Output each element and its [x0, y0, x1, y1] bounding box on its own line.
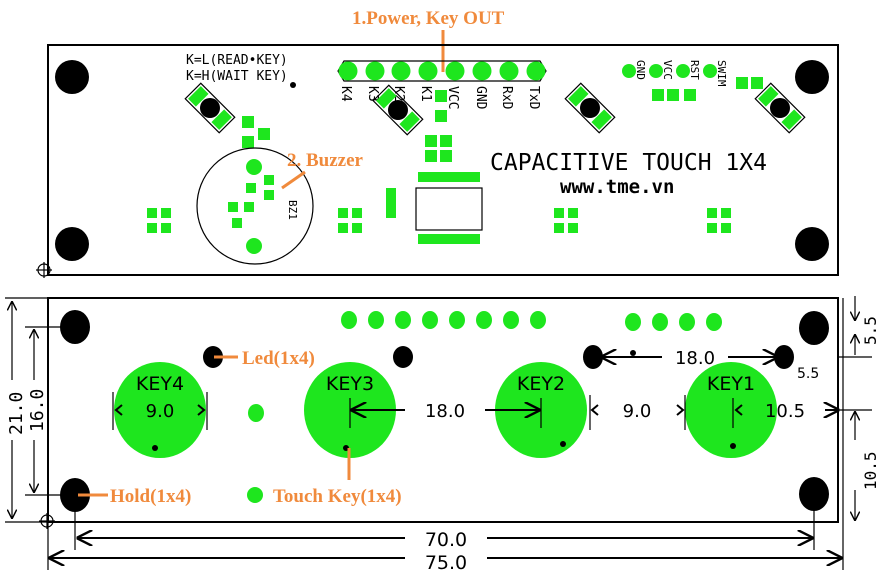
origin-mark	[36, 262, 52, 278]
key-label: KEY2	[517, 373, 565, 395]
pin-label: VCC	[661, 60, 674, 80]
key-label: KEY1	[707, 373, 755, 395]
pin-label: K4	[338, 86, 353, 102]
dim-key-edge: 10.5	[765, 401, 805, 422]
key-label: KEY3	[326, 373, 374, 395]
dim-16: 16.0	[27, 389, 48, 432]
pin-label: GND	[634, 60, 647, 80]
mount-hole	[60, 310, 90, 344]
dim-key-spacing: 18.0	[425, 401, 465, 422]
dim-5-5-right: 5.5	[861, 316, 880, 345]
pin-label: RxD	[499, 86, 514, 110]
dim-key-diameter: 9.0	[146, 401, 175, 422]
annotation-hold: Hold(1x4)	[110, 486, 191, 507]
led-hole	[203, 346, 223, 368]
dimensions: 70.0 75.0 21.0 16.0 5.5 10.5 18.0 5.5	[5, 296, 880, 574]
dim-10-5-right: 10.5	[861, 451, 880, 490]
mode-wait-key: K=H(WAIT KEY)	[186, 69, 288, 84]
pin-label: SWIM	[715, 60, 728, 87]
mount-hole	[799, 477, 829, 511]
smd-leds	[184, 82, 806, 136]
annotation-touch-key: Touch Key(1x4)	[273, 486, 402, 507]
header-pins	[338, 61, 546, 81]
header-outline	[337, 60, 547, 82]
header-pin-labels: K4 K3 K2 K1 VCC GND RxD TxD	[338, 86, 541, 110]
mount-hole	[795, 227, 829, 261]
buzzer-outline	[196, 147, 314, 265]
pin-label: RST	[688, 60, 701, 80]
annotation-led: Led(1x4)	[242, 348, 315, 369]
mcu-chip	[386, 172, 483, 244]
pin-label: GND	[473, 86, 488, 110]
touch-key-1[interactable]: KEY1	[685, 362, 777, 458]
touch-key-legend-dot	[247, 487, 263, 503]
board-title: CAPACITIVE TOUCH 1X4	[490, 150, 767, 176]
bottom-board: KEY4 KEY3 KEY2 KEY1 Led(1x4) Hold(1x4) T…	[5, 296, 880, 574]
annotation-buzzer-leader	[281, 170, 306, 190]
dim-5-5-led: 5.5	[797, 366, 819, 382]
top-board-outline	[47, 44, 839, 276]
annotation-power: 1.Power, Key OUT	[352, 8, 505, 29]
smd-pads	[147, 90, 731, 233]
mount-hole	[60, 478, 90, 512]
header-pads-bottom	[248, 311, 722, 422]
mount-hole	[795, 60, 829, 94]
buzzer-ref: BZ1	[286, 200, 299, 220]
origin-mark	[39, 513, 55, 529]
dim-75: 75.0	[425, 552, 467, 574]
touch-key-4[interactable]: KEY4	[114, 362, 206, 458]
dim-led-18: 18.0	[675, 348, 715, 369]
led-hole	[583, 345, 603, 369]
dim-key-gap: 9.0	[623, 401, 652, 422]
annotation-buzzer: 2. Buzzer	[287, 150, 364, 171]
top-board: K=L(READ•KEY) K=H(WAIT KEY) K4 K3 K2 K1 …	[36, 44, 839, 278]
touch-keys: KEY4 KEY3 KEY2 KEY1	[114, 362, 777, 458]
mount-hole	[55, 60, 89, 94]
dim-21: 21.0	[6, 392, 27, 435]
led-hole	[774, 345, 794, 369]
pin-label: VCC	[445, 86, 460, 109]
swim-pins	[622, 64, 763, 101]
mount-hole	[55, 227, 89, 261]
key-label: KEY4	[136, 373, 184, 395]
swim-pin-labels: GND VCC RST SWIM	[634, 60, 728, 87]
mount-holes	[55, 60, 829, 261]
pin-label: K2	[391, 86, 406, 102]
pin-label: TxD	[526, 86, 541, 110]
mount-hole	[799, 311, 829, 345]
board-website: www.tme.vn	[560, 176, 674, 198]
mode-read-key: K=L(READ•KEY)	[186, 53, 288, 68]
pin-label: K1	[418, 86, 433, 102]
led-hole	[393, 346, 413, 368]
dim-70: 70.0	[425, 529, 467, 551]
